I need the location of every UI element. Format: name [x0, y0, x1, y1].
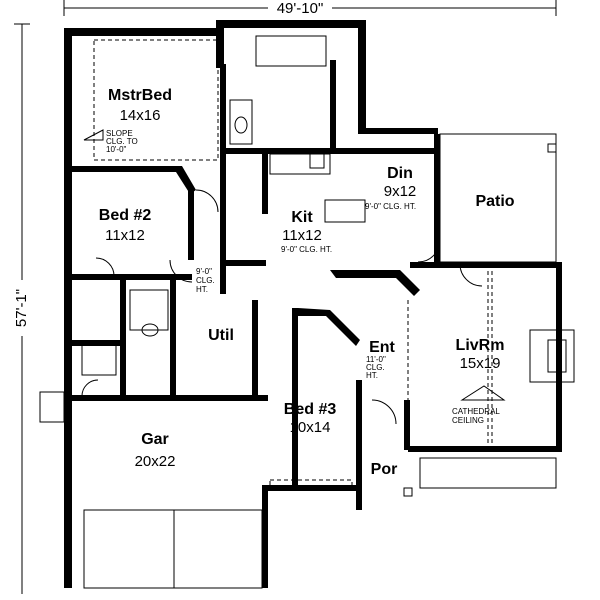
front-door — [371, 399, 397, 425]
depth-label: 57'-1" — [13, 289, 30, 327]
porch-planter — [419, 457, 557, 489]
ceiling-lines — [93, 39, 557, 446]
svg-text:Bed #3: Bed #3 — [284, 401, 337, 418]
svg-text:Din: Din — [387, 165, 413, 182]
svg-text:LivRm: LivRm — [456, 337, 505, 354]
patio-door — [459, 263, 483, 287]
room-kit: Kit 11x12 9'-0" CLG. HT. — [281, 209, 332, 254]
svg-text:9'-0" CLG. HT.: 9'-0" CLG. HT. — [281, 245, 332, 254]
room-din: Din 9x12 9'-0" CLG. HT. — [365, 165, 416, 211]
toilet — [141, 323, 159, 337]
sink — [234, 116, 248, 134]
svg-text:11x12: 11x12 — [282, 227, 322, 244]
width-dimension: 49'-10" — [63, 0, 557, 17]
din-door — [417, 239, 441, 263]
room-livrm: LivRm 15x19 CATHEDRAL CEILING — [452, 337, 506, 425]
svg-text:MstrBed: MstrBed — [108, 87, 172, 104]
svg-text:20x22: 20x22 — [135, 453, 176, 470]
fireplace-icon — [529, 329, 575, 383]
svg-text:11'-0": 11'-0" — [366, 355, 386, 364]
exterior-walls — [64, 20, 562, 588]
svg-text:CLG.: CLG. — [196, 276, 215, 285]
patio-slab — [439, 133, 557, 263]
post — [547, 143, 557, 153]
shower — [255, 35, 327, 67]
svg-text:HT.: HT. — [196, 285, 208, 294]
width-label: 49'-10" — [277, 0, 324, 17]
svg-text:10x14: 10x14 — [290, 419, 331, 436]
hall-door — [169, 259, 193, 283]
svg-text:14x16: 14x16 — [120, 107, 161, 124]
svg-text:Kit: Kit — [291, 209, 313, 226]
laundry-door — [81, 379, 99, 397]
fixtures — [39, 35, 575, 589]
ac-pad — [39, 391, 65, 423]
bath-tub — [129, 289, 169, 331]
garage-door-left — [83, 509, 175, 589]
svg-text:Bed #2: Bed #2 — [99, 207, 152, 224]
room-por: Por — [371, 461, 398, 478]
bed2-door — [195, 189, 219, 213]
cathedral-ceiling-icon — [460, 385, 506, 401]
porch-post — [403, 487, 413, 497]
tub — [229, 99, 253, 145]
svg-text:CLG.: CLG. — [366, 363, 385, 372]
kitchen-sink — [309, 153, 325, 169]
hall-ceiling-note: 9'-0" CLG. HT. — [196, 267, 215, 294]
slope-arrow-icon — [83, 129, 104, 141]
svg-text:10'-0": 10'-0" — [106, 145, 127, 154]
svg-text:CLG. TO: CLG. TO — [106, 137, 138, 146]
svg-text:Ent: Ent — [369, 339, 395, 356]
kitchen-counter — [269, 153, 331, 175]
bed2-closet-door — [95, 257, 115, 277]
bed3-window — [269, 479, 353, 489]
svg-text:9'-0": 9'-0" — [196, 267, 212, 276]
room-patio: Patio — [475, 193, 514, 210]
depth-dimension: 57'-1" — [10, 23, 30, 594]
svg-text:CEILING: CEILING — [452, 416, 484, 425]
svg-text:CATHEDRAL: CATHEDRAL — [452, 407, 500, 416]
svg-text:SLOPE: SLOPE — [106, 129, 133, 138]
laundry — [81, 344, 117, 376]
room-mstrbed: MstrBed 14x16 SLOPE CLG. TO 10'-0" — [83, 87, 172, 154]
svg-text:11x12: 11x12 — [105, 227, 145, 244]
doors — [81, 189, 483, 425]
interior-walls — [72, 60, 562, 488]
svg-text:HT.: HT. — [366, 371, 378, 380]
room-bed3: Bed #3 10x14 — [284, 401, 337, 436]
svg-text:15x19: 15x19 — [460, 355, 501, 372]
svg-text:Gar: Gar — [141, 431, 169, 448]
svg-text:9x12: 9x12 — [384, 183, 417, 200]
room-util: Util — [208, 327, 234, 344]
kitchen-island — [324, 199, 366, 223]
room-bed2: Bed #2 11x12 — [99, 207, 152, 244]
svg-text:9'-0" CLG. HT.: 9'-0" CLG. HT. — [365, 202, 416, 211]
room-ent: Ent 11'-0" CLG. HT. — [366, 339, 396, 380]
room-gar: Gar 20x22 — [135, 431, 176, 470]
garage-door-right — [173, 509, 263, 589]
